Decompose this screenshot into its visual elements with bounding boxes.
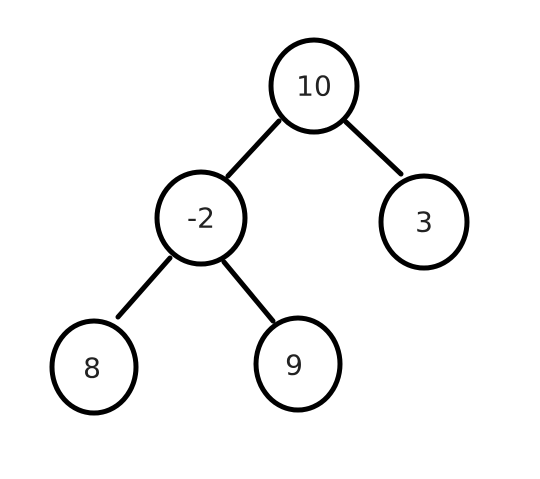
edge-10-to-3 [343, 119, 404, 177]
edge-neg2-to-9 [221, 259, 276, 324]
tree-node-3: 3 [378, 173, 470, 271]
tree-node-neg2: -2 [154, 169, 248, 267]
node-label: 3 [415, 206, 433, 239]
node-circle [49, 318, 139, 416]
edge-neg2-to-8 [115, 255, 173, 320]
node-label: -2 [187, 202, 215, 235]
edge-10-to-neg2 [225, 118, 282, 179]
tree-node-8: 8 [49, 318, 139, 416]
node-label: 10 [296, 70, 332, 103]
tree-node-10: 10 [268, 37, 360, 135]
node-label: 9 [285, 349, 303, 382]
tree-node-9: 9 [253, 315, 343, 413]
node-circle [253, 315, 343, 413]
node-circle [378, 173, 470, 271]
node-circle [268, 37, 360, 135]
node-circle [154, 169, 248, 267]
node-label: 8 [83, 352, 101, 385]
